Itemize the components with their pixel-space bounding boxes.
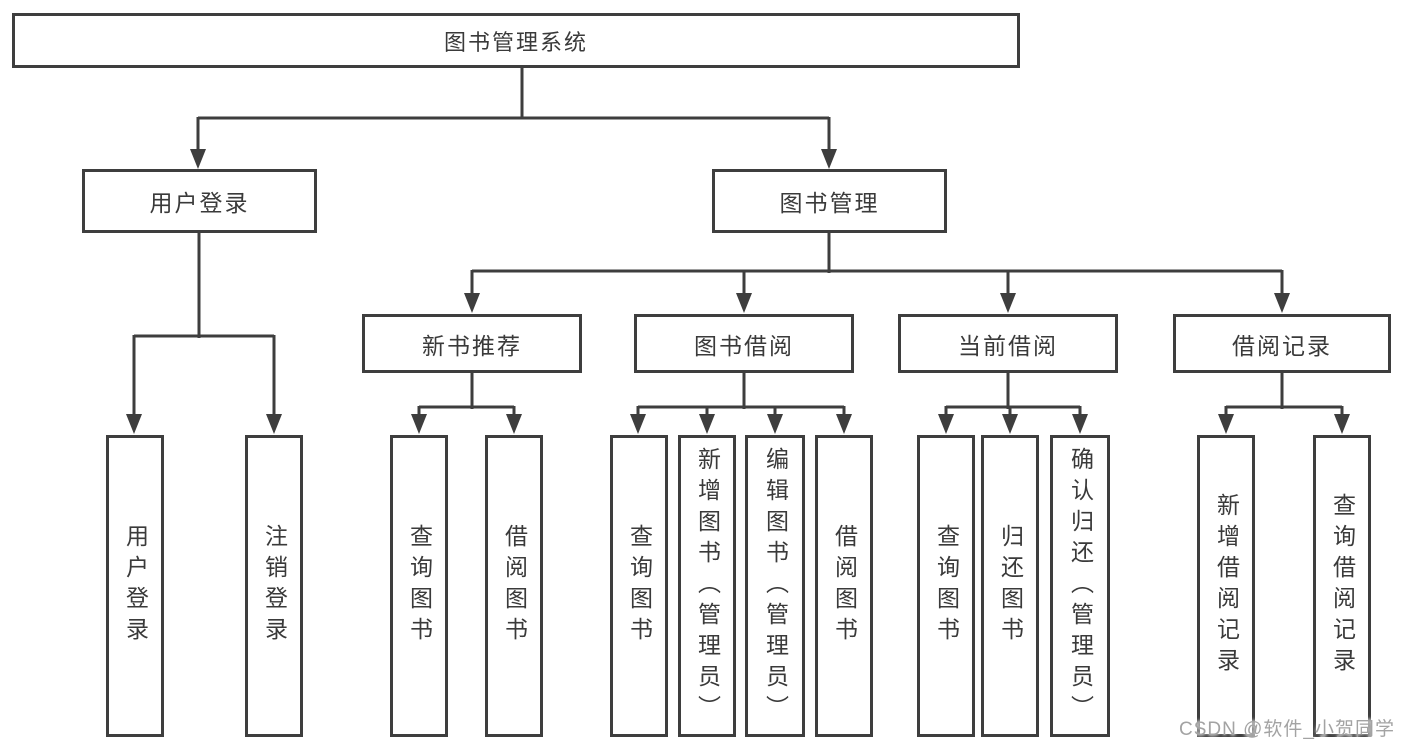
leaf-user-login: 用户登录 [106,435,164,737]
node-root-library-management-system: 图书管理系统 [12,13,1020,68]
leaf-query-books-current: 查询图书 [917,435,975,737]
node-user-login: 用户登录 [82,169,317,233]
node-user-login-label: 用户登录 [149,190,250,216]
node-book-management: 图书管理 [712,169,947,233]
leaf-add-borrow-record-label: 新增借阅记录 [1213,493,1240,679]
connector-leaf-stems [417,406,1344,418]
node-book-management-label: 图书管理 [779,190,880,216]
leaf-query-books-current-label: 查询图书 [933,524,960,648]
leaf-add-borrow-record: 新增借阅记录 [1197,435,1255,737]
leaf-return-books: 归还图书 [981,435,1039,737]
leaf-add-books-admin: 新增图书（管理员） [678,435,736,737]
leaf-user-login-label: 用户登录 [122,524,149,648]
leaf-confirm-return-admin-label: 确认归还（管理员） [1067,446,1094,726]
leaf-query-books-recommend-label: 查询图书 [406,524,433,648]
leaf-query-books-borrowing: 查询图书 [610,435,668,737]
leaf-query-borrow-record-label: 查询借阅记录 [1329,493,1356,679]
leaf-query-books-recommend: 查询图书 [390,435,448,737]
node-current-borrowing-label: 当前借阅 [958,332,1058,359]
leaf-borrow-books-recommend: 借阅图书 [485,435,543,737]
leaf-borrow-books: 借阅图书 [815,435,873,737]
leaf-borrow-books-label: 借阅图书 [831,524,858,648]
node-borrowing-records: 借阅记录 [1173,314,1391,373]
node-new-book-recommend-label: 新书推荐 [422,332,522,359]
leaf-edit-books-admin-label: 编辑图书（管理员） [762,446,789,726]
leaf-edit-books-admin: 编辑图书（管理员） [745,435,805,737]
leaf-return-books-label: 归还图书 [997,524,1024,648]
leaf-logout-label: 注销登录 [261,524,288,648]
csdn-watermark: CSDN @软件_小贺同学 [1179,719,1395,740]
node-current-borrowing: 当前借阅 [898,314,1118,373]
leaf-confirm-return-admin: 确认归还（管理员） [1050,435,1110,737]
node-book-borrowing: 图书借阅 [634,314,854,373]
node-new-book-recommend: 新书推荐 [362,314,582,373]
leaf-query-books-borrowing-label: 查询图书 [626,524,653,648]
leaf-borrow-books-recommend-label: 借阅图书 [501,524,528,648]
leaf-add-books-admin-label: 新增图书（管理员） [694,446,721,726]
connector-strokes [132,66,1344,418]
leaf-logout: 注销登录 [245,435,303,737]
node-book-borrowing-label: 图书借阅 [694,332,794,359]
node-root-label: 图书管理系统 [443,29,588,55]
node-borrowing-records-label: 借阅记录 [1232,332,1332,359]
leaf-query-borrow-record: 查询借阅记录 [1313,435,1371,737]
